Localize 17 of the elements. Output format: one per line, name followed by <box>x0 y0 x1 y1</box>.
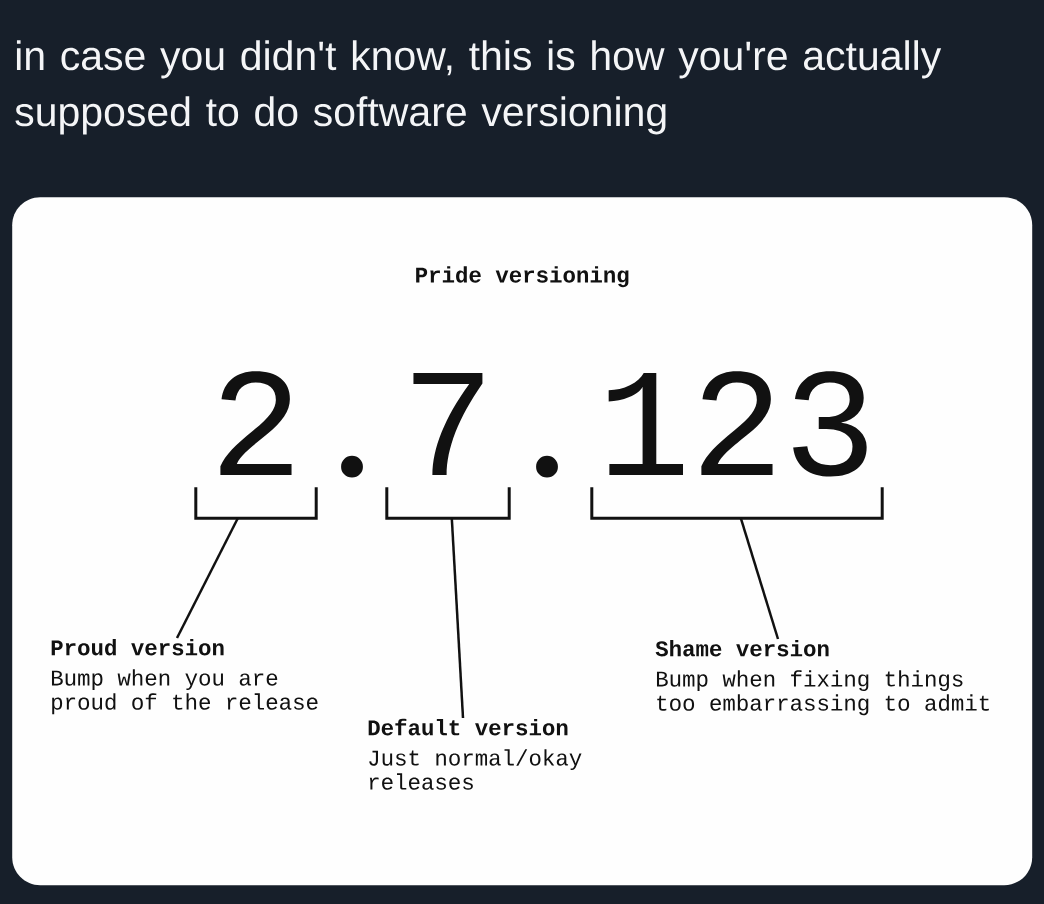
callout-heading: Default version <box>368 718 568 736</box>
card <box>12 197 1033 886</box>
bracketed-number: 123 <box>590 371 884 520</box>
callout-heading: Proud version <box>51 638 224 656</box>
bracketed-number: 7 <box>385 372 511 520</box>
callout-text: Just normal/okay releases <box>369 749 582 790</box>
leader-line <box>450 518 465 719</box>
separator-dot: . <box>536 455 558 478</box>
leader-line <box>175 517 239 639</box>
callout-text: Bump when you are proud of the release <box>52 669 318 715</box>
heading: Pride versioning <box>416 266 629 288</box>
leader-line <box>739 517 780 640</box>
bracketed-number: 2 <box>194 371 318 520</box>
title: in case you didn't know, this is how you're actually supposed to do software versioning <box>15 40 942 135</box>
callout-text: Bump when fixing things too embarrassing to admit <box>657 670 989 716</box>
callout-heading: Shame version <box>655 639 829 657</box>
separator-dot: . <box>341 455 363 478</box>
